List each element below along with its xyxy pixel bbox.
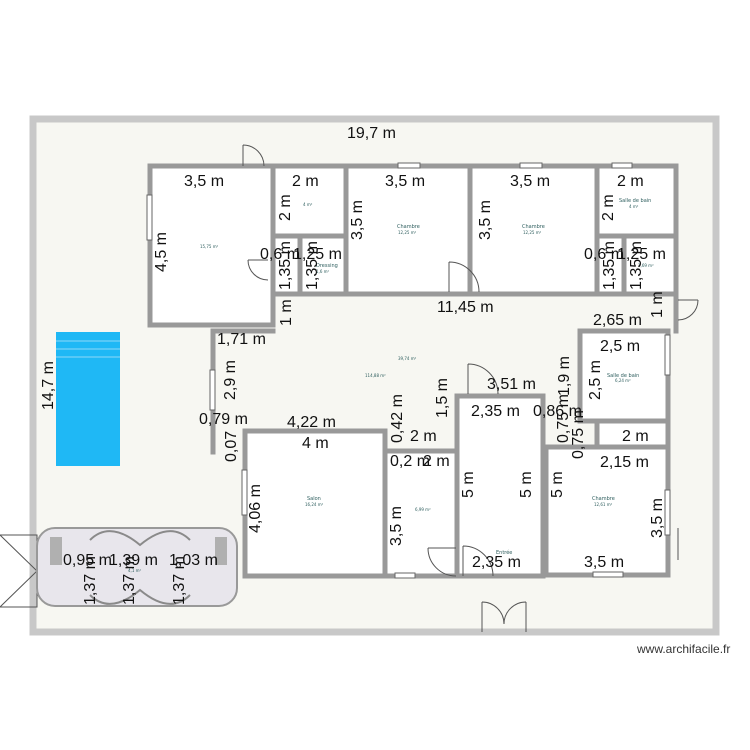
dim-overall-height: 14,7 m — [40, 361, 57, 410]
dim-garage-137b: 1,37 m — [121, 556, 138, 605]
small-right-area: 1,69 m² — [638, 263, 654, 268]
dim-sdb-right-height: 2,5 m — [587, 360, 604, 400]
dim-wall-1m-left: 1 m — [278, 299, 295, 326]
dim-garage-137a: 1,37 m — [82, 556, 99, 605]
dim-kitchen-2m-top: 2 m — [410, 428, 437, 445]
sdb-top-label: Salle de bain — [619, 198, 651, 204]
dim-kitchen-02: 0,2 m — [390, 453, 430, 470]
dim-kitchen-042: 0,42 m — [389, 394, 406, 443]
dim-salon-422: 4,22 m — [287, 414, 336, 431]
dim-hall-007: 0,07 — [223, 431, 240, 462]
salon-label: Salon — [307, 496, 321, 502]
dim-chambre1-width: 3,5 m — [385, 173, 425, 190]
sdb-right-label: Salle de bain — [607, 373, 639, 379]
chambre2-area: 12,25 m² — [523, 230, 542, 235]
dim-sdb-top-height: 2 m — [600, 194, 617, 221]
chambre1-label: Chambre — [397, 224, 420, 230]
dim-salon-4: 4 m — [302, 435, 329, 452]
dim-small-b-height-b: 1,35 m — [628, 241, 645, 290]
dim-garage-137c: 1,37 m — [171, 556, 188, 605]
salon-area: 16,24 m² — [305, 502, 324, 507]
dim-garage-103: 1,03 m — [169, 552, 218, 569]
dim-wall-1m-right: 1 m — [649, 291, 666, 318]
pool[interactable] — [56, 332, 120, 466]
kitchen-area: 6,99 m² — [415, 507, 431, 512]
dim-kitchen-2m: 2 m — [423, 453, 450, 470]
dim-garage-139: 1,39 m — [109, 552, 158, 569]
dim-hall-075b: 0,75 m — [570, 410, 587, 459]
dim-sdb-right-outer: 2,65 m — [593, 312, 642, 329]
dim-garage-095: 0,95 m — [63, 552, 112, 569]
dim-small-a-width: 0,6 m — [260, 246, 300, 263]
dim-small-b-width2: 1,25 m — [617, 246, 666, 263]
dim-kitchen-height: 3,5 m — [388, 506, 405, 546]
dim-chambre3-width2: 3,5 m — [584, 554, 624, 571]
dim-small-a-width2: 1,25 m — [293, 246, 342, 263]
dim-chambre2-height: 3,5 m — [477, 200, 494, 240]
dim-wc-2m: 2 m — [622, 428, 649, 445]
dim-dressing-width: 2 m — [292, 173, 319, 190]
dim-small-a-height-b: 1,35 m — [304, 241, 321, 290]
chambre2-label: Chambre — [522, 224, 545, 230]
chambre3-area: 12,61 m² — [594, 502, 613, 507]
dim-hall-19: 1,9 m — [556, 356, 573, 396]
chambre1-area: 12,25 m² — [398, 230, 417, 235]
room-floors — [150, 166, 676, 576]
dressing-label: Dressing — [316, 263, 338, 269]
garage-area: 4,1 m² — [128, 568, 142, 573]
dim-room-235-bottom: 2,35 m — [472, 554, 521, 571]
dim-kitchen-15: 1,5 m — [434, 378, 451, 418]
dim-room-086: 0,86 m — [533, 403, 582, 420]
dressing-area: 4 m² — [303, 202, 313, 207]
dim-studio-height: 4,5 m — [153, 232, 170, 272]
dim-room-5b: 5 m — [518, 471, 535, 498]
dim-hall-079: 0,79 m — [199, 411, 248, 428]
pool-steps — [56, 340, 120, 358]
dim-room-5a: 5 m — [460, 471, 477, 498]
dim-overall-width: 19,7 m — [347, 125, 396, 142]
dim-studio-width: 3,5 m — [184, 173, 224, 190]
dim-hall-351: 3,51 m — [487, 376, 536, 393]
studio-area: 15,75 m² — [200, 244, 219, 249]
dim-dressing-height: 2 m — [277, 194, 294, 221]
windows — [146, 162, 671, 579]
dim-sdb-top-width: 2 m — [617, 173, 644, 190]
dim-chambre1-height: 3,5 m — [349, 200, 366, 240]
chambre3-label: Chambre — [592, 496, 615, 502]
dim-chambre3-height: 3,5 m — [649, 498, 666, 538]
dim-sdb-right-width: 2,5 m — [600, 338, 640, 355]
dim-salon-height: 4,06 m — [247, 484, 264, 533]
dim-room-235-top: 2,35 m — [471, 403, 520, 420]
dim-hall-29: 2,9 m — [222, 360, 239, 400]
hall-area: 39,74 m² — [398, 356, 417, 361]
dim-chambre2-width: 3,5 m — [510, 173, 550, 190]
dim-hall-075a: 0,75 m — [555, 394, 572, 443]
sdb-top-area: 4 m² — [629, 204, 639, 209]
small-area: 1,6 m² — [316, 269, 330, 274]
car[interactable] — [36, 527, 238, 607]
hall-area-2: 114,88 m² — [365, 373, 386, 378]
dim-small-b-height: 1,35 m — [601, 241, 618, 290]
dim-small-b-width: 0,6 m — [584, 246, 624, 263]
dim-chambre3-width: 2,15 m — [600, 454, 649, 471]
dim-small-a-height: 1,35 m — [277, 241, 294, 290]
dim-room-5c: 5 m — [549, 471, 566, 498]
dim-corridor: 11,45 m — [437, 299, 494, 316]
dimension-labels: 19,7 m 14,7 m 3,5 m 4,5 m 2 m 2 m 3,5 m … — [40, 125, 666, 605]
entree-label: Entrée — [496, 549, 512, 556]
room-labels: 15,75 m² 4 m² Dressing 1,6 m² Chambre 12… — [128, 198, 654, 573]
dim-hall-171: 1,71 m — [217, 331, 266, 348]
sdb-right-area: 6,24 m² — [615, 378, 631, 383]
watermark[interactable]: www.archifacile.fr — [637, 642, 731, 656]
